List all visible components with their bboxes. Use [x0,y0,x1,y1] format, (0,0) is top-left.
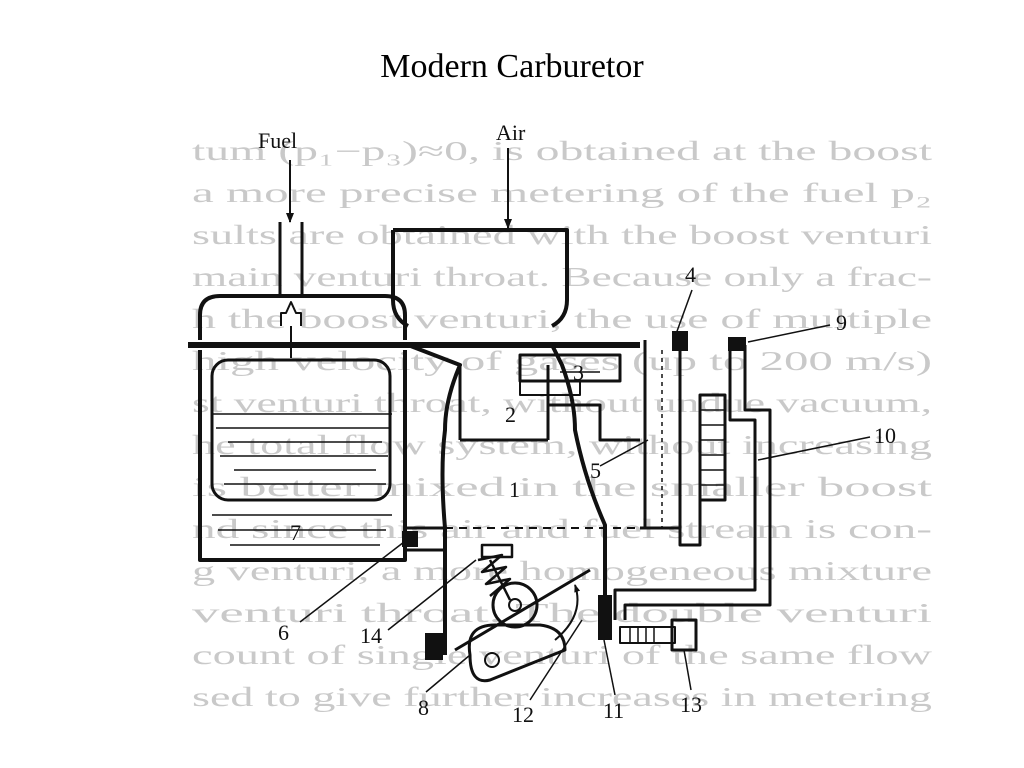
fuel-label: Fuel [258,128,297,153]
show-through-line: st venturi throat, without undue vacuum, [192,388,932,418]
nozzle-tube [548,403,640,442]
part-10-label: 10 [874,423,896,448]
throttle-shaft-center [508,598,522,612]
part-1-label: 1 [509,477,520,502]
part-3-label: 3 [573,360,584,385]
show-through-line: main venturi throat. Because only a frac… [192,262,932,292]
air-label: Air [496,120,526,145]
part-7-label: 7 [290,520,301,545]
main-venturi-left [407,343,462,655]
needle-valve-icon [280,301,302,326]
float-bowl [198,294,407,562]
show-through-line: sults are obtained with the boost ventur… [192,220,932,250]
idle-chamber [698,393,727,502]
show-through-line: a more precise metering of the fuel p₂ [192,178,932,208]
part-14-label: 14 [360,623,382,648]
air-horn [391,228,569,328]
throttle-lever [467,623,567,683]
main-jet-plug [402,531,418,547]
throttle-shaft [491,581,539,629]
show-through-line: venturi throat. The double venturi [192,598,932,628]
show-through-line: tum (p₁−p₃)≈0, is obtained at the boost [192,136,933,166]
idle-air-bleed [728,337,746,351]
throttle-pin [484,652,500,668]
leader-lines [299,289,871,701]
part-9-label: 9 [836,310,847,335]
page-title: Modern Carburetor [380,48,644,85]
part-8-label: 8 [418,695,429,720]
idle-screw-threads [629,627,655,643]
show-through-text: tum (p₁−p₃)≈0, is obtained at the boost a… [192,136,933,712]
show-through-line: count of single venturi of the same flow [192,640,933,670]
show-through-line: is better mixed in the smaller boost [192,472,933,502]
accelerator-pump-spring [477,543,514,601]
part-4-label: 4 [685,262,696,287]
part-13-label: 13 [680,692,702,717]
float-bowl-connector [640,500,702,547]
rotation-arrow-icon [554,584,581,641]
idle-passage-inner [623,345,772,620]
part-2-label: 2 [505,402,516,427]
part-5-label: 5 [590,458,601,483]
show-through-line: he total flow system, without increasing [192,430,932,460]
main-venturi-right [550,344,607,620]
nozzle-cap [519,380,581,396]
idle-passage-outer [613,345,757,620]
idle-port-11 [598,595,612,640]
throttle-plate [454,568,591,652]
throttle-stop-8 [425,633,443,660]
idle-tube-hatch [700,409,725,486]
part-6-label: 6 [278,620,289,645]
idle-screw-body [619,626,676,644]
boost-venturi [458,365,550,442]
show-through-line: sed to give further increases in meterin… [192,682,932,712]
part-12-label: 12 [512,702,534,727]
part-11-label: 11 [603,698,624,723]
fuel-level-hatch [212,413,392,546]
